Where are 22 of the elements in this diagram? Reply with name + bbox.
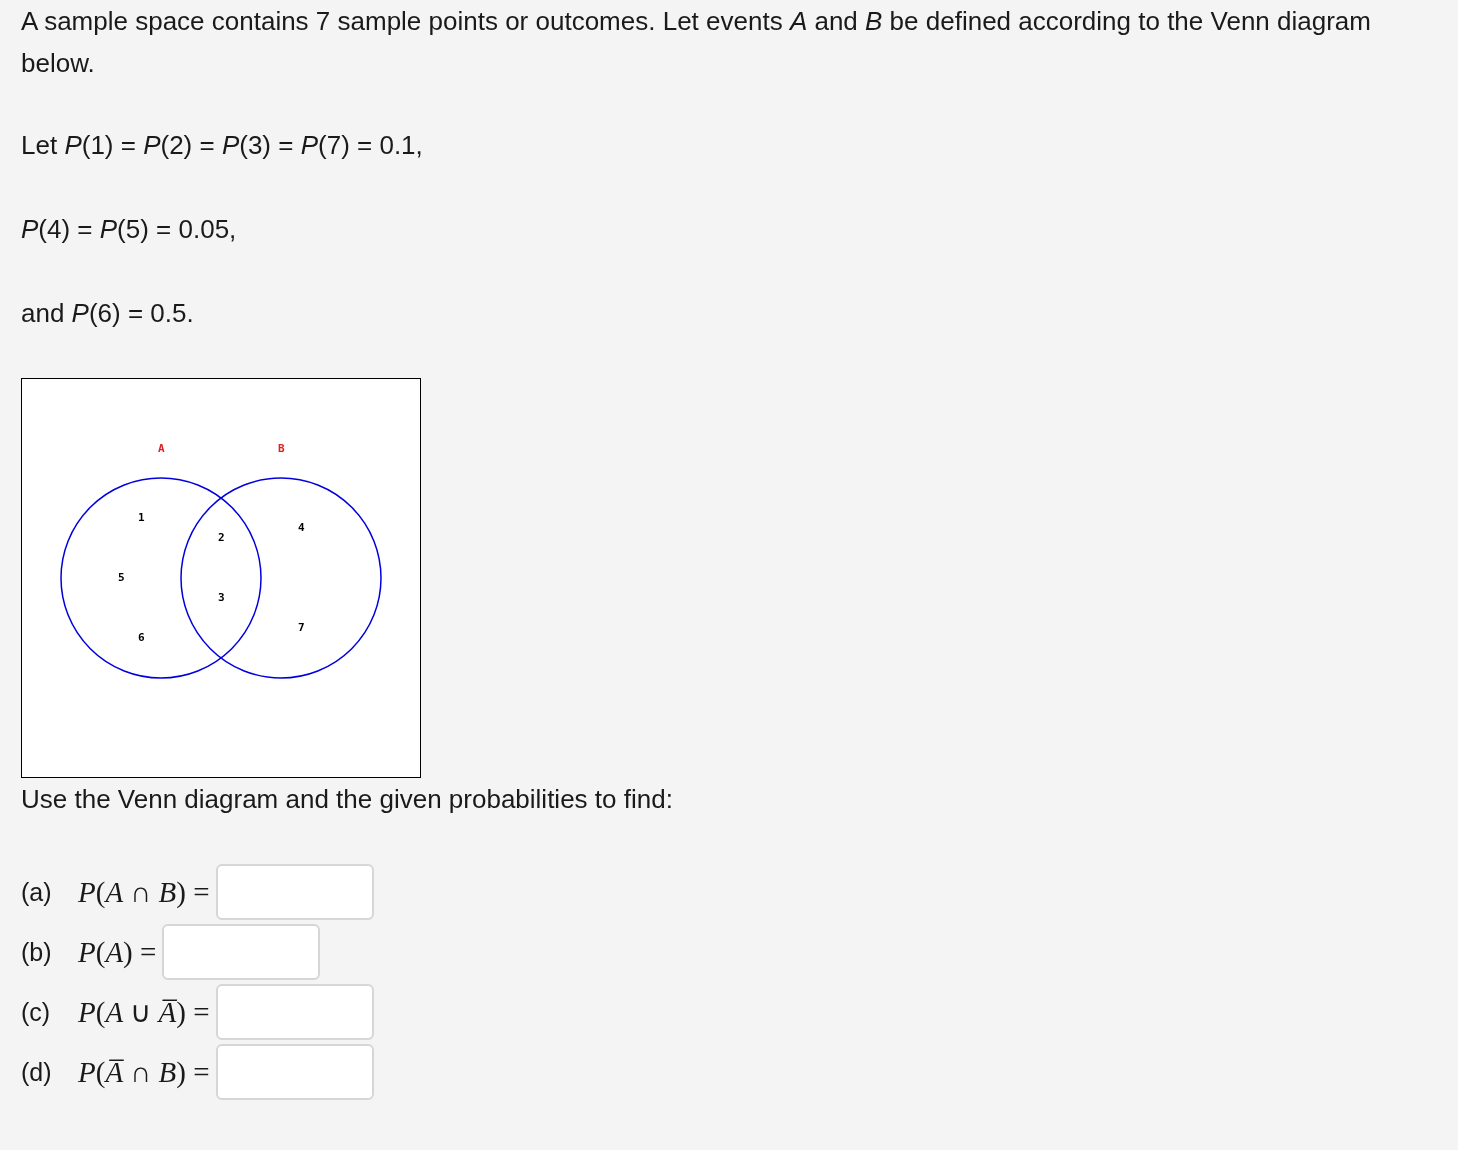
outcome-number: 4	[298, 521, 305, 534]
probability-expression: P(A ∩ B) =	[78, 875, 210, 909]
part-label: (d)	[21, 1057, 53, 1088]
outcome-number: 7	[298, 621, 305, 634]
probability-expression: P(A ∪ A̅) =	[78, 995, 210, 1029]
problem-text: A sample space contains 7 sample points or outcomes. Let events A and B be defined according to the Venn diagram below.	[21, 5, 1372, 80]
part-label: (b)	[21, 937, 53, 968]
outcome-number: 2	[218, 531, 225, 544]
outcome-number: 3	[218, 591, 225, 604]
outcome-number: 5	[118, 571, 125, 584]
instruction-text: Use the Venn diagram and the given probabilities to find:	[21, 783, 674, 816]
set-label: A	[158, 442, 165, 455]
probability-expression: P(A̅ ∩ B) =	[78, 1055, 210, 1089]
part-label: (c)	[21, 997, 52, 1028]
outcome-number: 1	[138, 511, 145, 524]
probability-statement: Let P(1) = P(2) = P(3) = P(7) = 0.1,	[21, 129, 424, 162]
part-label: (a)	[21, 877, 53, 908]
probability-statement: and P(6) = 0.5.	[21, 297, 195, 330]
probability-statement: P(4) = P(5) = 0.05,	[21, 213, 238, 246]
probability-expression: P(A) =	[78, 935, 157, 969]
outcome-number: 6	[138, 631, 145, 644]
set-label: B	[278, 442, 285, 455]
